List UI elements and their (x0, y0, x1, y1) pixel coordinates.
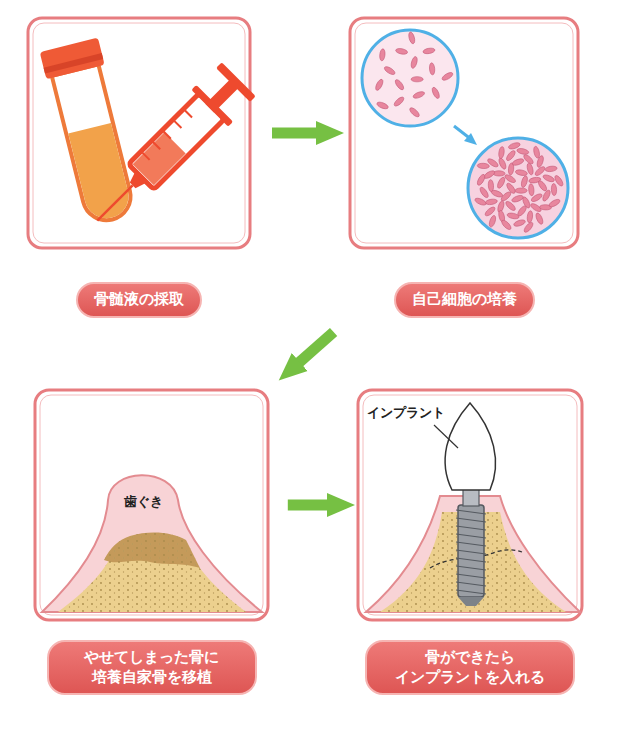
step-panel: 骨髄液の採取 (28, 18, 250, 318)
panel-frame (28, 18, 582, 620)
test-tube (40, 38, 142, 227)
step-caption: 骨ができたら インプラントを入れる (365, 640, 575, 695)
step-panel: やせてしまった骨に 培養自家骨を移植 (35, 390, 268, 695)
step-panel: 骨ができたら インプラントを入れる (358, 390, 582, 695)
step-caption: 骨髄液の採取 (76, 282, 202, 318)
flow-arrow (288, 500, 331, 511)
step-caption: やせてしまった骨に 培養自家骨を移植 (47, 640, 257, 695)
step-panel: 自己細胞の培養 (350, 18, 578, 318)
gum-bone-graft (42, 475, 262, 612)
cell-culture (362, 30, 568, 238)
part-label: 歯ぐき (124, 494, 163, 510)
flow-arrow (272, 128, 320, 139)
implant-site (366, 403, 580, 612)
flow-arrow (297, 332, 334, 365)
leader-line (434, 425, 458, 448)
part-label: インプラント (367, 405, 445, 421)
syringe (79, 61, 257, 239)
step-caption: 自己細胞の培養 (394, 282, 535, 318)
